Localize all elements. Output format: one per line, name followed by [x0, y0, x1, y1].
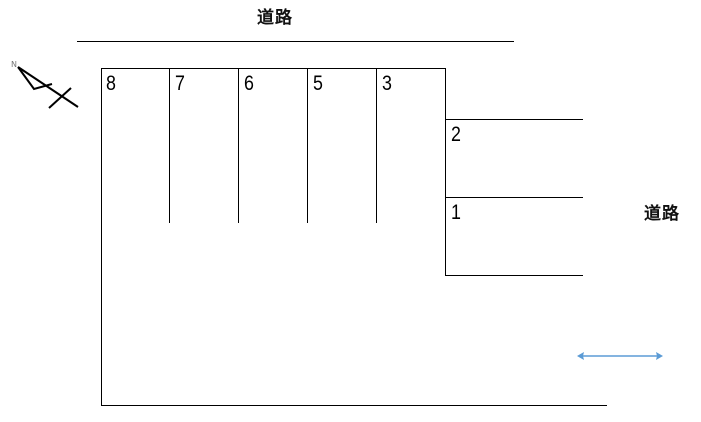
- north-arrow-icon: [17, 66, 79, 109]
- top-road-label: 道路: [257, 8, 293, 28]
- lot-bottom-edge: [101, 405, 607, 406]
- right-road-label: 道路: [644, 204, 680, 224]
- parking-space-5: 5: [313, 72, 323, 95]
- parking-space-6: 6: [244, 72, 254, 95]
- space-divider-right: [445, 275, 583, 276]
- lot-top-edge: [101, 68, 445, 69]
- parking-space-7: 7: [175, 72, 185, 95]
- parking-space-8: 8: [106, 72, 116, 95]
- double-headed-arrow-icon: [577, 352, 663, 360]
- top-road-line: [77, 41, 514, 42]
- space-divider: [307, 68, 308, 223]
- space-divider-right: [445, 197, 583, 198]
- parking-space-1: 1: [451, 201, 461, 224]
- north-label: N: [11, 60, 17, 69]
- space-divider: [169, 68, 170, 223]
- lot-right-edge-upper: [445, 68, 446, 275]
- parking-space-2: 2: [451, 123, 461, 146]
- space-divider: [238, 68, 239, 223]
- space-divider: [376, 68, 377, 223]
- lot-left-edge: [101, 68, 102, 405]
- space-divider-right: [445, 119, 583, 120]
- parking-space-3: 3: [382, 72, 392, 95]
